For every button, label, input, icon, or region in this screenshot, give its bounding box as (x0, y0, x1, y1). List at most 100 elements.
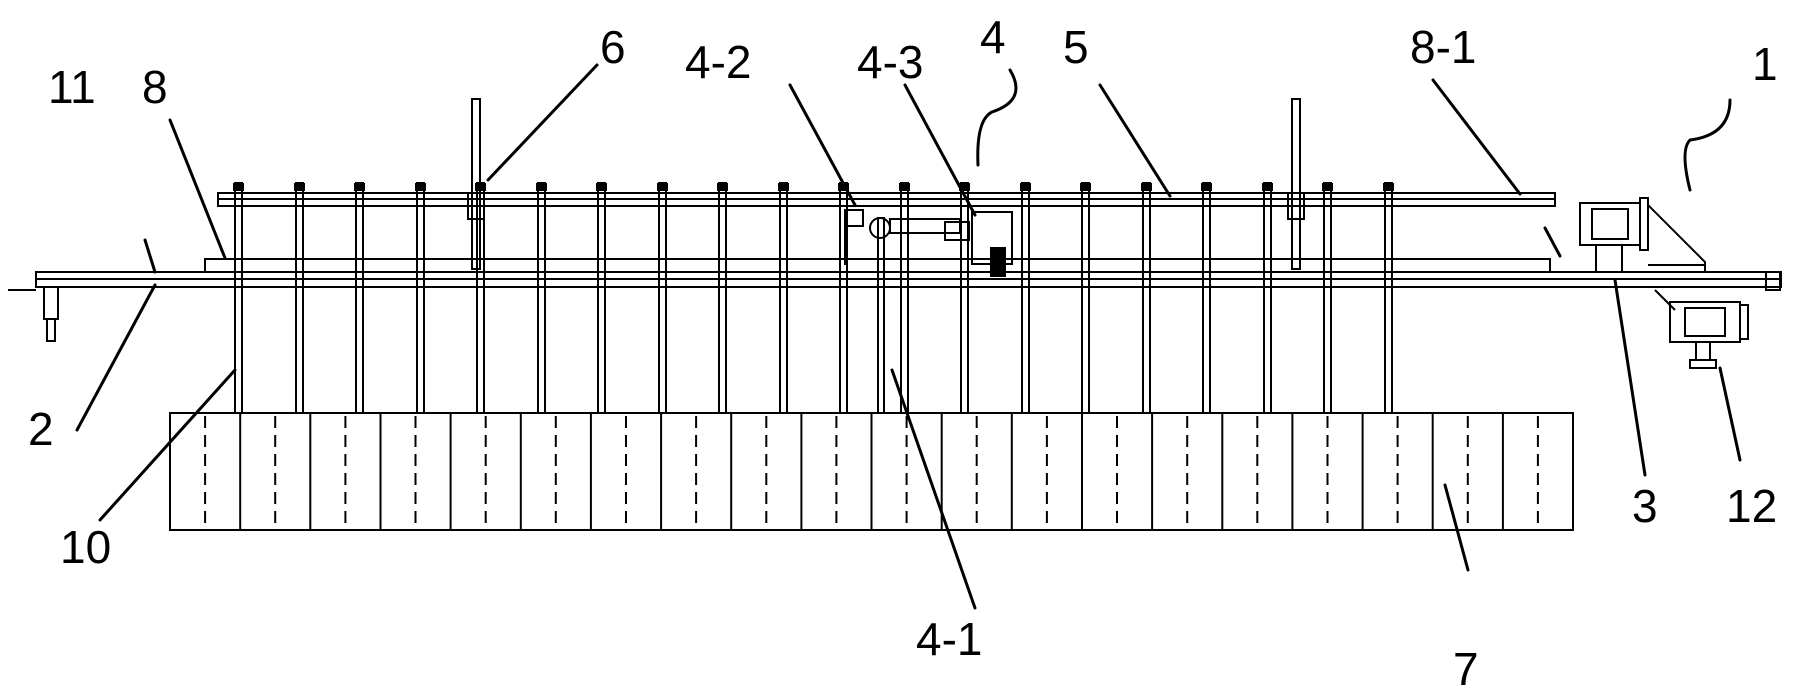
hanger-rod (355, 182, 364, 414)
leader-7 (1443, 483, 1470, 572)
hanger-cap (415, 183, 426, 191)
right-drive-assembly (1579, 197, 1749, 369)
post-right-clamp (1287, 192, 1305, 220)
lower-motor-shaft (1695, 341, 1711, 361)
support-arm (1647, 204, 1706, 272)
hanger-rod (1021, 182, 1030, 414)
hanger-rod (718, 182, 727, 414)
post-right (1291, 98, 1301, 270)
leader-4-1 (890, 368, 977, 610)
hanger-cap (1020, 183, 1031, 191)
upper-motor-mount (1595, 244, 1623, 273)
hanger-cap (838, 183, 849, 191)
hanger-rod (1202, 182, 1211, 414)
leader-1 (1683, 98, 1732, 192)
hanger-cap (294, 183, 305, 191)
leader-4-3 (903, 83, 977, 217)
hanger-rod (597, 182, 606, 414)
label-10: 10 (60, 521, 111, 573)
leader-4-2 (788, 83, 857, 207)
upper-motor-core (1591, 208, 1629, 240)
vertical-posts (467, 98, 1305, 270)
hanger-rod (1384, 182, 1393, 414)
hanger-cap (233, 183, 244, 191)
hanger-cap (778, 183, 789, 191)
label-4-3: 4-3 (857, 36, 923, 88)
hanger-cap (596, 183, 607, 191)
tank (169, 412, 1574, 531)
tank-cells (204, 413, 1539, 530)
leader-2 (75, 283, 157, 432)
hanger-rod (779, 182, 788, 414)
lower-motor-flange (1739, 304, 1749, 340)
label-8-1: 8-1 (1410, 21, 1476, 73)
leader-11 (143, 238, 157, 274)
leader-3 (1613, 278, 1647, 477)
left-end-bracket (43, 286, 59, 320)
hanger-rod (1263, 182, 1272, 414)
leader-8-1 (1431, 78, 1522, 196)
hanger-rod (1081, 182, 1090, 414)
labels: 6 4-2 4-3 4 5 8-1 1 11 8 2 10 3 12 4-1 7 (28, 11, 1778, 695)
label-6: 6 (600, 21, 626, 73)
main-rail (8, 271, 1782, 342)
lower-motor-core (1684, 307, 1726, 337)
label-4-2: 4-2 (685, 36, 751, 88)
hanger-cap (1080, 183, 1091, 191)
hanger-cap (959, 183, 970, 191)
hanger-cap (1141, 183, 1152, 191)
hanger-rod (658, 182, 667, 414)
hanger-rod (960, 182, 969, 414)
hanger-rod (1142, 182, 1151, 414)
post-left (471, 98, 481, 270)
leader-5 (1098, 83, 1172, 198)
label-3: 3 (1632, 480, 1658, 532)
label-12: 12 (1726, 480, 1777, 532)
hanger-cap (536, 183, 547, 191)
drive-coupling (844, 209, 864, 227)
post-left-clamp (467, 192, 485, 220)
hanger-rod (234, 182, 243, 414)
label-8: 8 (142, 61, 168, 113)
hanger-rod (537, 182, 546, 414)
hanger-cap (354, 183, 365, 191)
leader-10 (98, 368, 237, 522)
leader-8-1-tail (1543, 226, 1562, 258)
drive-shaft (877, 217, 885, 414)
label-2: 2 (28, 403, 54, 455)
label-4-1: 4-1 (916, 613, 982, 665)
drive-block (944, 221, 970, 241)
hanger-cap (1322, 183, 1333, 191)
lower-motor-base (1689, 359, 1717, 369)
hanger-cap (1383, 183, 1394, 191)
upper-frame-bar (217, 192, 1556, 207)
label-4: 4 (980, 11, 1006, 63)
label-11: 11 (48, 61, 96, 113)
hanger-cap (1262, 183, 1273, 191)
leader-12 (1718, 366, 1742, 462)
upper-motor-flange (1639, 197, 1649, 251)
hanger-rod (295, 182, 304, 414)
left-end-pin (46, 318, 56, 342)
hanger-rod (416, 182, 425, 414)
drive-link (889, 218, 961, 234)
label-7: 7 (1453, 643, 1479, 695)
right-end-stub (1765, 271, 1781, 291)
leader-lines (75, 63, 1742, 610)
vertical-hangers (233, 182, 1394, 414)
hanger-rod (900, 182, 909, 414)
drive-pulley (869, 217, 891, 239)
leader-4 (976, 68, 1018, 167)
hanger-cap (899, 183, 910, 191)
hanger-cap (717, 183, 728, 191)
drive-assembly (844, 209, 1013, 414)
drive-motor-base (990, 247, 1006, 277)
label-1: 1 (1752, 38, 1778, 90)
leader-8 (168, 118, 227, 260)
label-5: 5 (1063, 21, 1089, 73)
lower-arm (1654, 289, 1676, 311)
leader-6 (486, 63, 599, 182)
hanger-cap (1201, 183, 1212, 191)
